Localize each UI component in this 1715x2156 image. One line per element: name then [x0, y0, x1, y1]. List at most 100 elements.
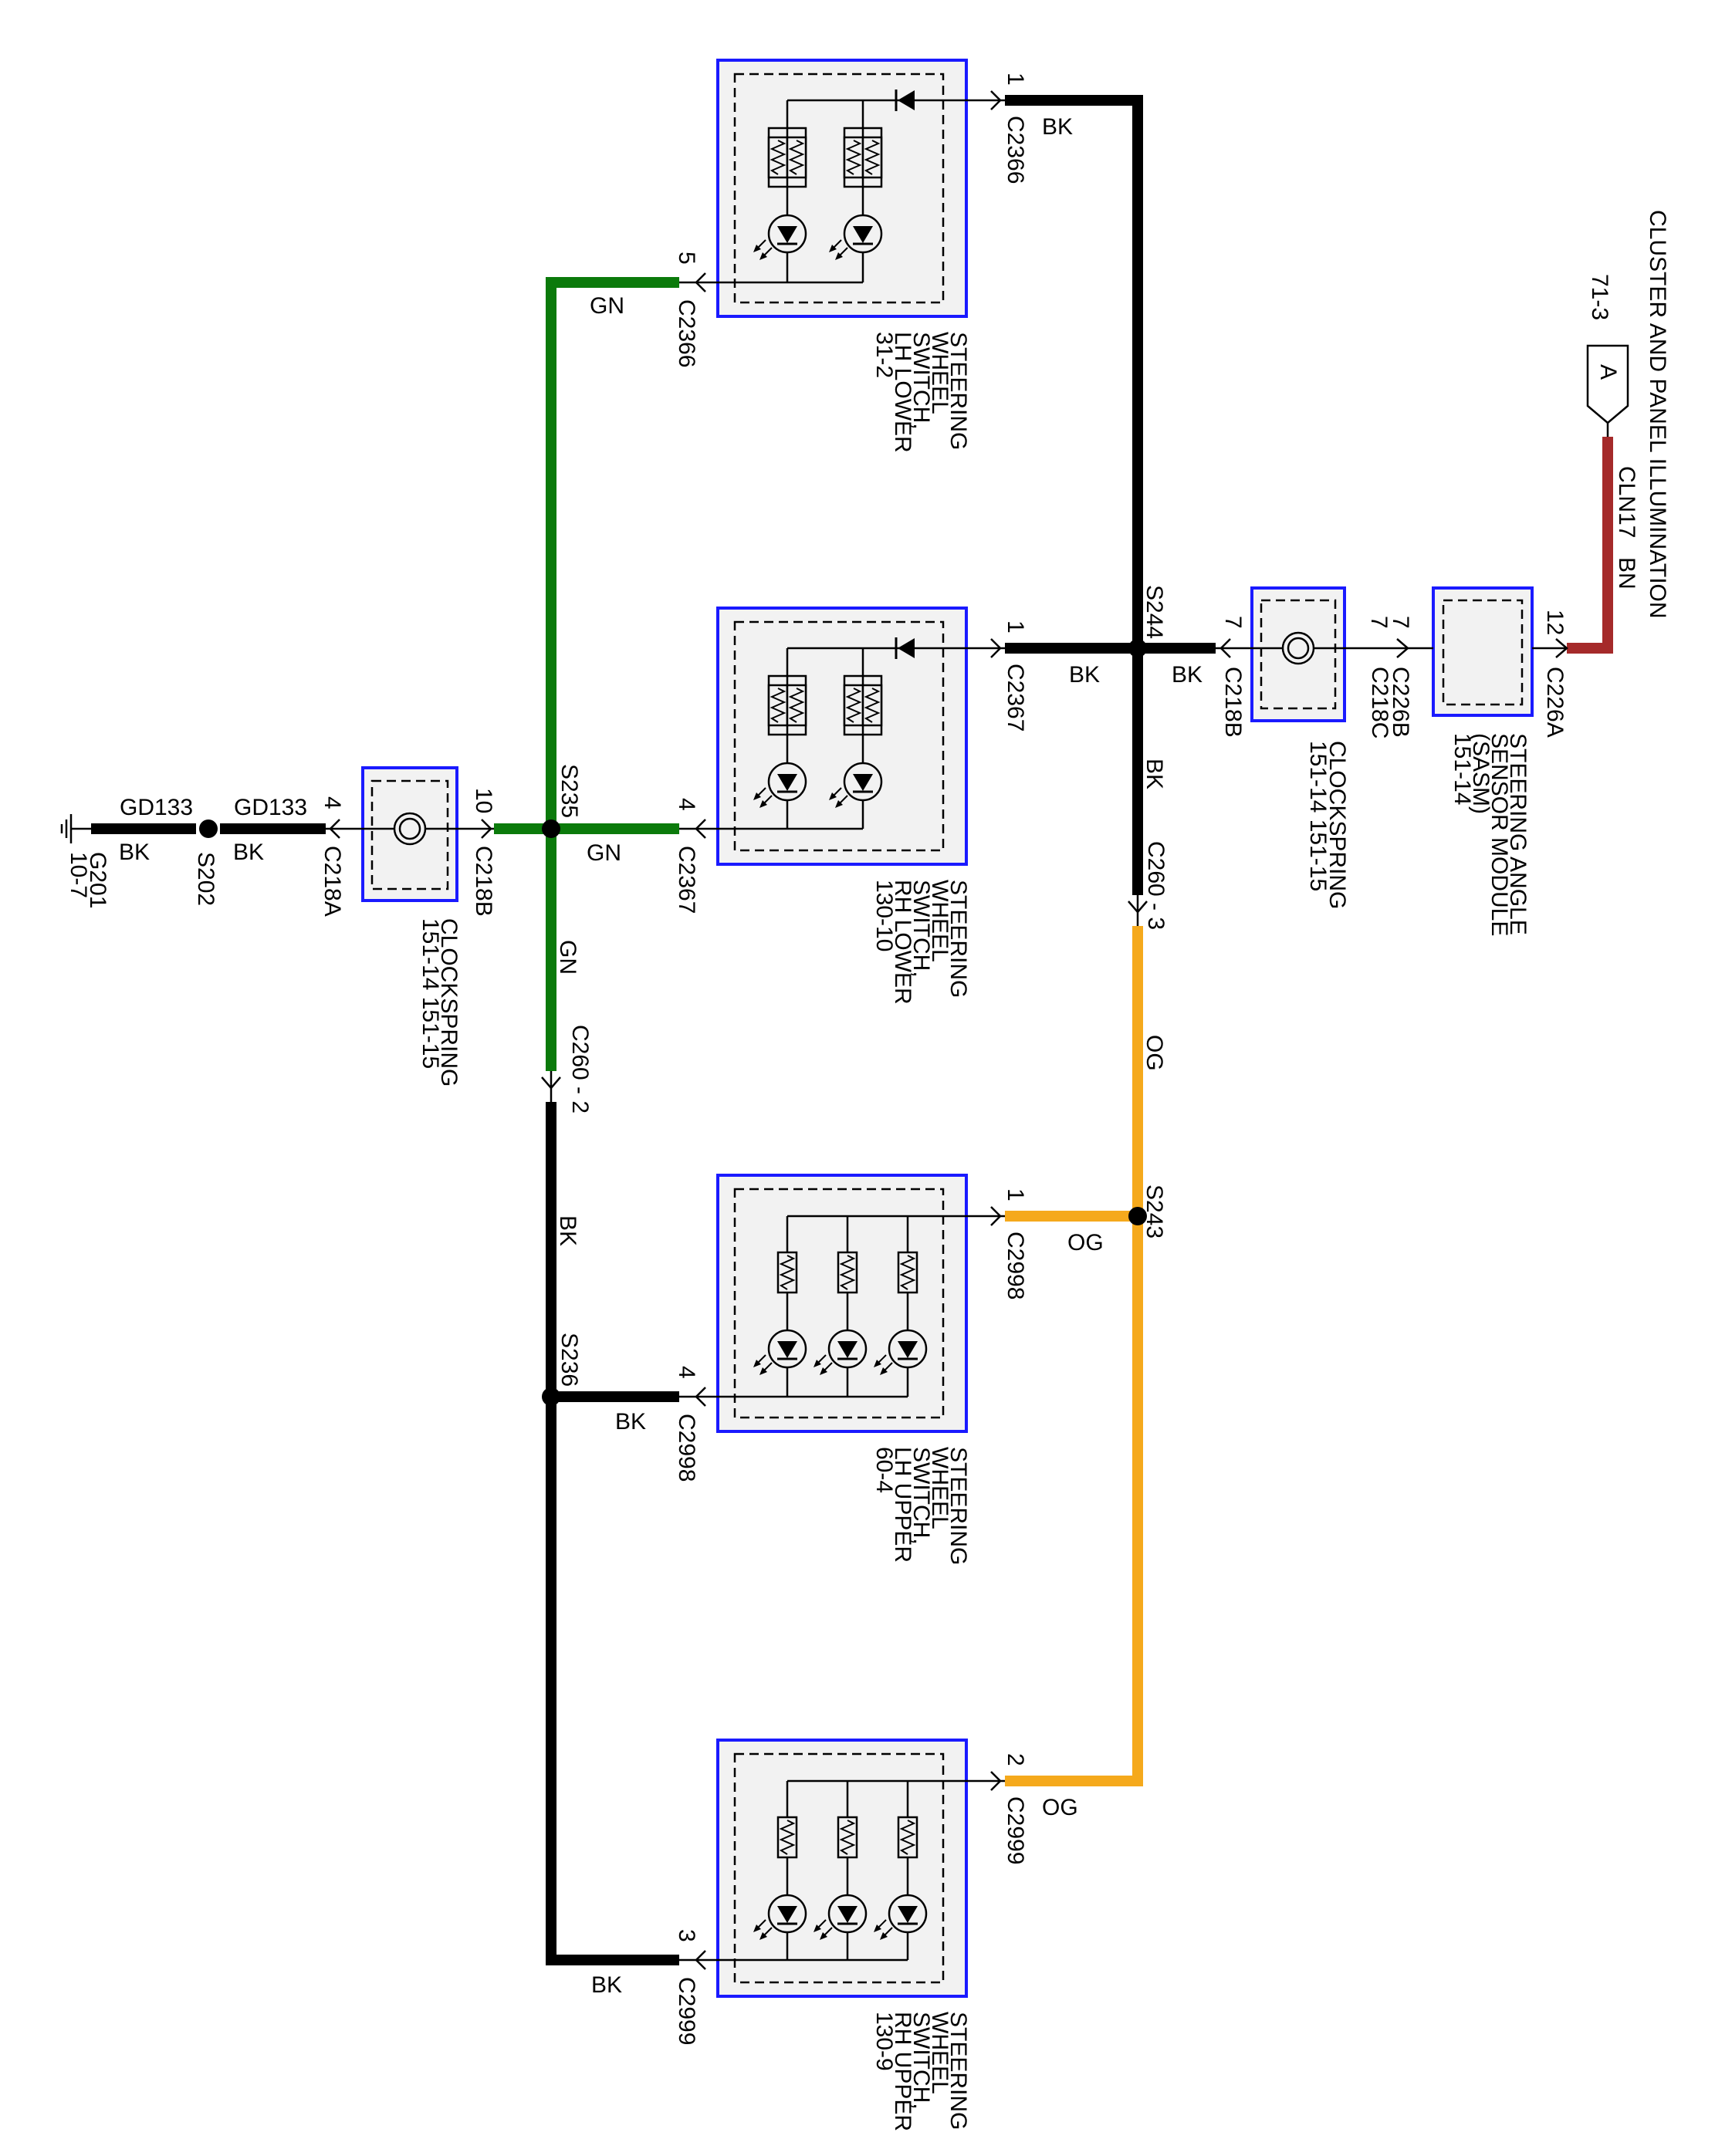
inline-connector-c260-3 — [1128, 895, 1148, 926]
sw_rh_upper-name-3: RH UPPER — [890, 2012, 915, 2131]
ground-id: G201 — [85, 852, 110, 908]
sw_rh_lower-connector-a: C2367 — [1003, 664, 1028, 732]
labels: CLUSTER AND PANEL ILLUMINATION CLN17 BN … — [66, 114, 1670, 1998]
wire-label-gn-c2366: GN — [590, 293, 624, 319]
cs-bottom-conn-out: C218A — [320, 846, 345, 917]
wire-label-og-spine: OG — [1142, 1035, 1167, 1071]
sw_lh_upper-name-4: 60-4 — [871, 1447, 897, 1493]
inline-c260-2: C260 - 2 — [567, 1025, 593, 1113]
sw_rh_lower-name-1: WHEEL — [927, 880, 952, 962]
wire-label-gn-spine: GN — [555, 940, 580, 975]
sw_rh_lower-name-4: 130-10 — [871, 880, 897, 951]
reference-flag — [1586, 344, 1629, 437]
sw_lh_upper-name-0: STEERING — [945, 1447, 971, 1565]
sasm-pin: 12 — [1542, 610, 1568, 635]
splice-s243-dot — [1128, 1207, 1147, 1225]
sw_lh_lower-pin-a: 1 — [1003, 73, 1028, 86]
sw_lh_upper-pin-a: 1 — [1003, 1188, 1028, 1201]
splice-s202-dot — [199, 819, 218, 838]
wire-label-og-c2999: OG — [1042, 1795, 1078, 1820]
sw_lh_lower-name-1: WHEEL — [927, 332, 952, 414]
sw_rh_upper-name-1: WHEEL — [927, 2012, 952, 2094]
flag-page: 71-3 — [1587, 274, 1612, 320]
sw_rh_lower-name-2: SWITCH, — [908, 880, 934, 978]
sw_rh_upper-connector-b: C2999 — [674, 1977, 699, 2045]
cs-top-name-2: 151-14 151-15 — [1305, 741, 1331, 891]
clockspring-bottom — [326, 766, 494, 902]
circuit-color: BN — [1614, 557, 1639, 590]
cs-top-conn-in: C218C — [1367, 667, 1392, 738]
clockspring-top — [1216, 586, 1397, 722]
cs-bottom-pin-out: 4 — [320, 796, 345, 809]
sw_lh_lower-name-0: STEERING — [945, 332, 971, 450]
sasm-name-2: SENSOR MODULE — [1487, 733, 1512, 936]
sw_lh_lower-connector-a: C2366 — [1003, 116, 1028, 184]
wire-label-bk-spine: BK — [1142, 759, 1167, 789]
ground-page: 10-7 — [66, 852, 91, 898]
sasm-name-1: STEERING ANGLE — [1505, 733, 1531, 935]
wire-label-gn-c2367: GN — [587, 840, 621, 866]
splice-s243: S243 — [1142, 1184, 1167, 1239]
wire-label-bk-c2998-pin4: BK — [615, 1409, 646, 1435]
sw_lh_lower-name-4: 31-2 — [871, 332, 897, 378]
cs-top-conn-out: C218B — [1220, 667, 1246, 738]
sw_lh_lower-pin-b: 5 — [674, 252, 699, 265]
cs-top-pin-out: 7 — [1220, 616, 1246, 629]
sw_rh_upper-name-2: SWITCH, — [908, 2012, 934, 2110]
sw_lh_upper-connector-b: C2998 — [674, 1414, 699, 1482]
splice-s244-dot — [1128, 639, 1147, 657]
sw_lh_lower-name-2: SWITCH, — [908, 332, 934, 430]
wire-bn-cln17 — [1567, 437, 1613, 654]
inline-connector-c260-2 — [541, 1071, 561, 1102]
sasm-name-4: 151-14 — [1449, 733, 1475, 805]
wire-og-spine — [1005, 926, 1143, 1786]
sw_rh_lower-pin-b: 4 — [674, 798, 699, 811]
sw_rh_upper-pin-b: 3 — [674, 1929, 699, 1942]
wire-label-gd133-a: GD133 — [234, 795, 307, 820]
splice-s235-dot — [542, 819, 560, 838]
sw_lh_upper-pin-b: 4 — [674, 1366, 699, 1379]
sw_rh_lower-name-0: STEERING — [945, 880, 971, 998]
wire-label-bk-c2999-pin3: BK — [591, 1972, 622, 1998]
wire-label-bk-s244: BK — [1172, 662, 1203, 688]
sasm-module — [1396, 586, 1568, 717]
circuit-title: CLUSTER AND PANEL ILLUMINATION — [1645, 210, 1670, 619]
sasm-connector-b: C226B — [1388, 667, 1413, 738]
splice-s236: S236 — [556, 1333, 582, 1387]
sw_rh_lower-pin-a: 1 — [1003, 620, 1028, 634]
cs-top-name-1: CLOCKSPRING — [1324, 741, 1350, 909]
splice-s235: S235 — [556, 764, 582, 818]
inline-c260-3: C260 - 3 — [1143, 841, 1169, 930]
wire-label-bk-b: BK — [119, 840, 150, 865]
sw_lh_upper-name-1: WHEEL — [927, 1447, 952, 1529]
sw_rh_upper-name-0: STEERING — [945, 2012, 971, 2130]
wire-label-bk-c2367: BK — [1069, 662, 1100, 688]
sasm-name-3: (SASM) — [1468, 733, 1493, 814]
sasm-pin-b: 7 — [1388, 616, 1413, 629]
wire-label-bk-lower-spine: BK — [555, 1215, 580, 1246]
sasm-connector: C226A — [1542, 667, 1568, 738]
sw_rh_upper-pin-a: 2 — [1003, 1753, 1028, 1766]
sw_lh_upper-name-3: LH UPPER — [890, 1447, 915, 1563]
sw_lh_lower-connector-b: C2366 — [674, 299, 699, 367]
splice-s236-dot — [542, 1387, 560, 1406]
circuit-id: CLN17 — [1614, 466, 1639, 538]
sw_lh_lower-name-3: LH LOWER — [890, 332, 915, 453]
cs-bottom-name-1: CLOCKSPRING — [436, 918, 462, 1086]
sw_rh_lower-connector-b: C2367 — [674, 846, 699, 914]
splice-s202: S202 — [193, 852, 218, 906]
wire-gn-spine — [546, 277, 679, 1071]
wire-bk-c2366-pin1 — [1005, 95, 1143, 895]
cs-top-pin-in: 7 — [1366, 616, 1392, 629]
wire-label-bk-c2366: BK — [1042, 114, 1073, 140]
sw_rh_upper-name-4: 130-9 — [871, 2012, 897, 2071]
splice-dots — [199, 639, 1147, 1406]
sw_rh_lower-name-3: RH LOWER — [890, 880, 915, 1005]
ground-icon — [60, 814, 73, 843]
